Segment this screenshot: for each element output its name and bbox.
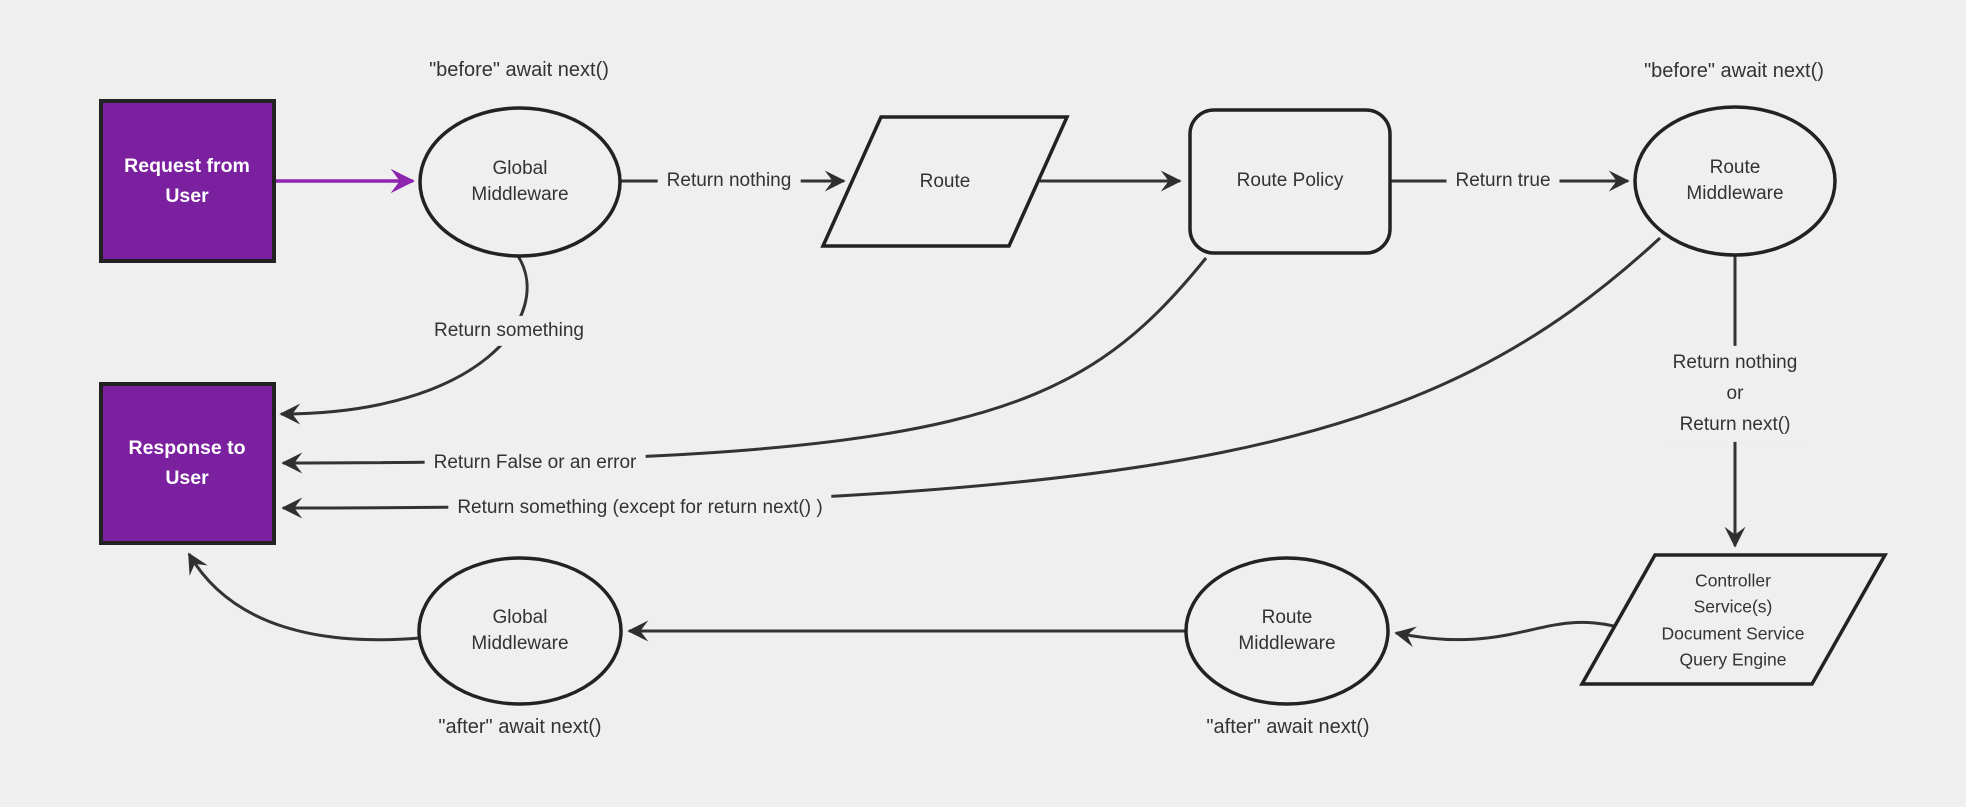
route-middleware-bottom-node (1184, 556, 1390, 706)
edge-route-middleware-return-something-except (281, 236, 1662, 519)
edge-controller-to-route-middleware-bottom (1394, 620, 1629, 648)
response-to-user-node (99, 382, 276, 545)
global-middleware-bottom-node (417, 556, 623, 706)
route-middleware-top-node (1633, 105, 1837, 257)
edge-route-policy-return-false (281, 257, 1208, 474)
controller-services-node (1578, 553, 1889, 686)
edge-global-middleware-return-something (279, 255, 529, 425)
global-middleware-top-node (418, 106, 622, 258)
edge-global-middleware-bottom-to-response (187, 552, 421, 642)
route-node (820, 115, 1070, 248)
route-policy-node (1188, 108, 1392, 255)
request-from-user-node (99, 99, 276, 263)
